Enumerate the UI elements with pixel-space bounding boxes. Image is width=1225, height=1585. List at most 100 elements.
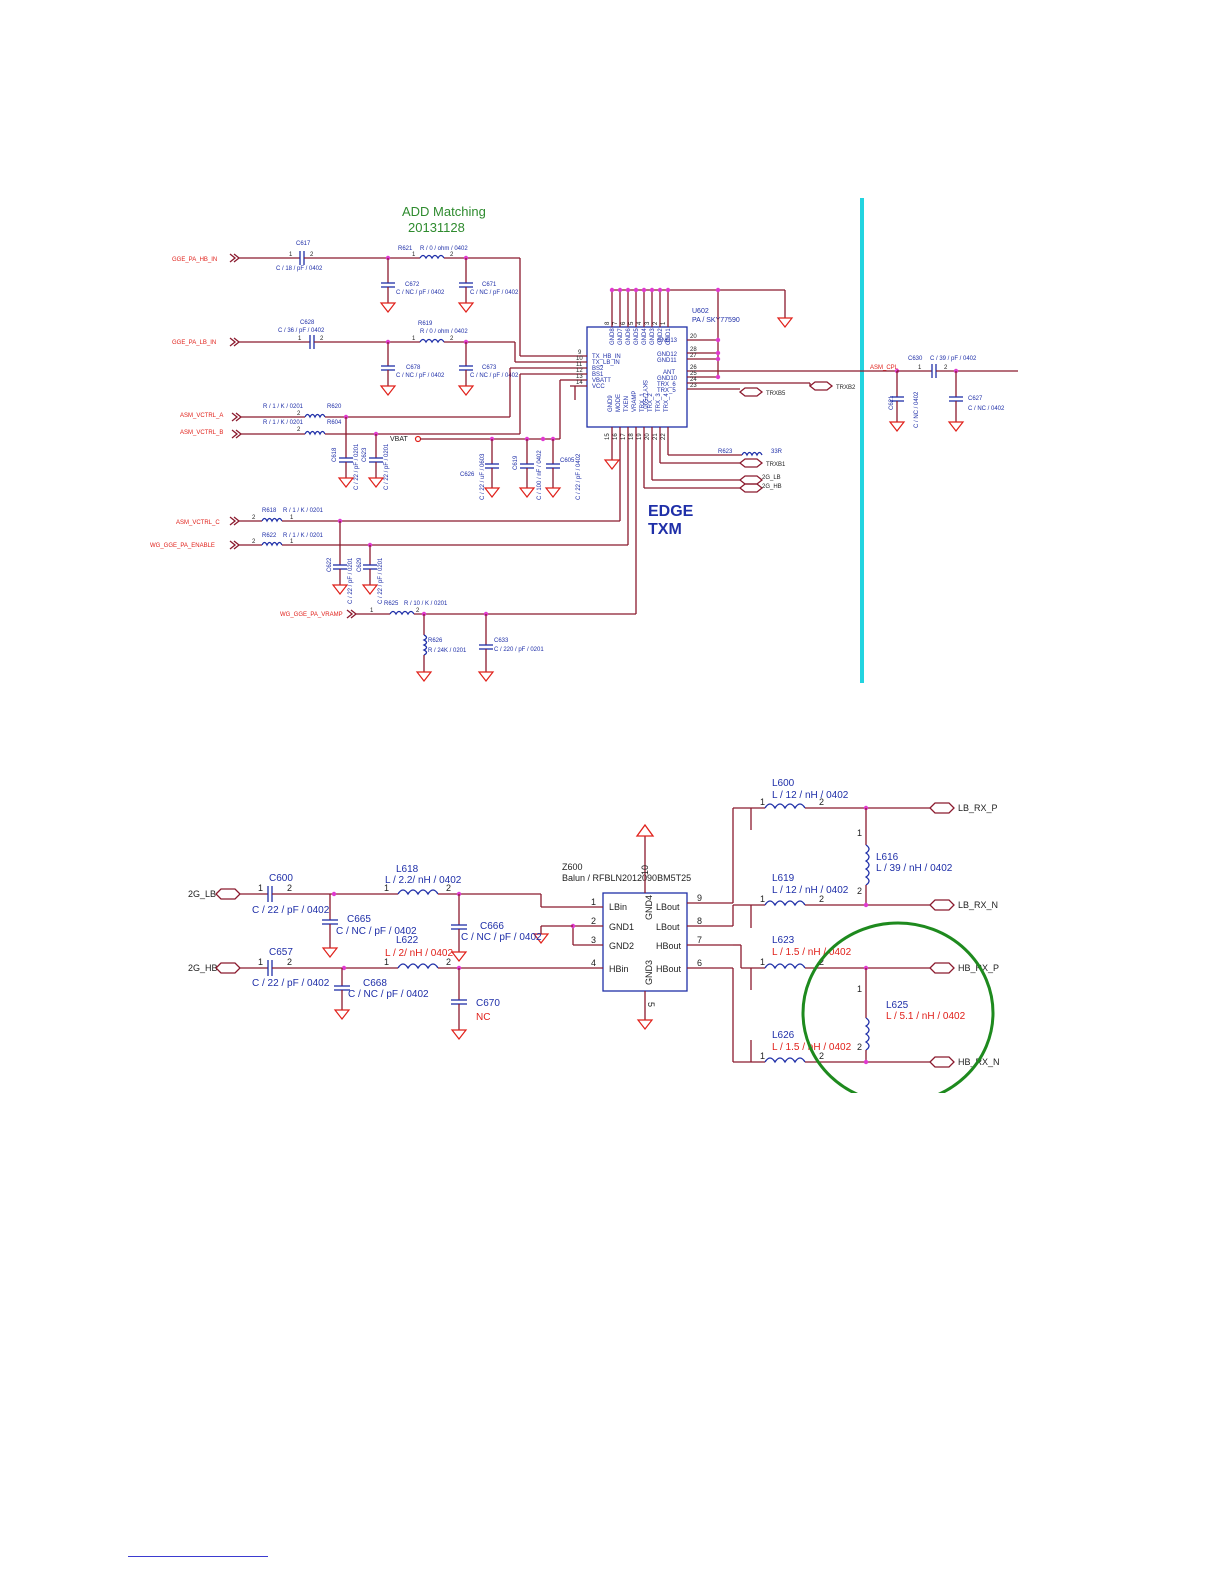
svg-text:TXEN: TXEN	[624, 396, 630, 412]
svg-text:ASM_VCTRL_A: ASM_VCTRL_A	[180, 413, 223, 419]
svg-text:C / 100 / nF / 0402: C / 100 / nF / 0402	[537, 450, 543, 500]
svg-text:1: 1	[857, 984, 862, 994]
svg-text:C / NC / pF / 0402: C / NC / pF / 0402	[470, 290, 519, 296]
svg-text:R618: R618	[262, 508, 277, 514]
bottom-schematic: Z600 Balun / RFBLN2012090BM5T25 LBin GND…	[188, 778, 1000, 1093]
svg-text:GND9: GND9	[608, 395, 614, 412]
svg-text:2: 2	[310, 252, 314, 258]
pa-ic-left-pins: 9 10 11 12 13 14 TX_HB_IN TX_LB_IN BS2 B…	[570, 350, 621, 390]
svg-text:1: 1	[591, 897, 596, 907]
svg-text:1: 1	[760, 797, 765, 807]
svg-text:1: 1	[370, 608, 374, 614]
offpage-arrow-icon	[229, 253, 241, 263]
svg-text:HBout: HBout	[656, 941, 682, 951]
svg-text:1: 1	[857, 828, 862, 838]
svg-text:2: 2	[446, 957, 451, 967]
svg-text:R / 24K / 0201: R / 24K / 0201	[428, 648, 467, 654]
svg-text:1: 1	[258, 957, 263, 967]
svg-text:R / 0 / ohm / 0402: R / 0 / ohm / 0402	[420, 246, 468, 252]
svg-text:GND10: GND10	[657, 376, 678, 382]
svg-text:2: 2	[819, 894, 824, 904]
vctrl-ab-chain: ASM_VCTRL_A R / 1 / K / 0201 R620 2 ASM_…	[180, 367, 570, 490]
svg-text:1: 1	[412, 252, 416, 258]
svg-text:GND11: GND11	[657, 358, 677, 364]
svg-text:C657: C657	[269, 947, 293, 958]
svg-text:R620: R620	[327, 404, 342, 410]
svg-text:2: 2	[819, 1051, 824, 1061]
svg-text:R / 10 / K / 0201: R / 10 / K / 0201	[404, 601, 448, 607]
svg-text:1: 1	[760, 894, 765, 904]
svg-text:GND4: GND4	[642, 328, 648, 345]
pa-ic-body[interactable]	[586, 326, 688, 428]
svg-text:ASM_VCTRL_C: ASM_VCTRL_C	[176, 520, 220, 526]
svg-text:ANT: ANT	[663, 370, 675, 376]
svg-text:BS2: BS2	[592, 366, 604, 372]
svg-text:R621: R621	[398, 246, 413, 252]
svg-text:ASM_VCTRL_B: ASM_VCTRL_B	[180, 430, 223, 436]
svg-text:LB_RX_N: LB_RX_N	[958, 900, 998, 910]
svg-text:L623: L623	[772, 935, 795, 946]
svg-text:8: 8	[697, 916, 702, 926]
pa-ic-right-pins: 20 28 27 26 25 24 23 GND13 GND12 GND11 A…	[657, 290, 897, 394]
annotation-title: ADD Matching	[402, 204, 486, 219]
svg-text:R / 1 / K / 0201: R / 1 / K / 0201	[263, 420, 304, 426]
svg-text:1: 1	[298, 336, 302, 342]
svg-text:C633: C633	[494, 638, 509, 644]
svg-text:1: 1	[661, 321, 667, 325]
net-gge-pa-lb-in: GGE_PA_LB_IN	[172, 340, 216, 346]
svg-text:2: 2	[252, 539, 256, 545]
svg-text:C673: C673	[482, 365, 497, 371]
svg-text:WG_GGE_PA_ENABLE: WG_GGE_PA_ENABLE	[150, 543, 215, 549]
svg-text:10: 10	[576, 356, 583, 362]
svg-text:GND4: GND4	[644, 895, 654, 920]
svg-text:C623: C623	[362, 447, 368, 462]
svg-text:R604: R604	[327, 420, 342, 426]
svg-text:TRXB2: TRXB2	[836, 385, 856, 391]
svg-text:C / 22 / pF / 0402: C / 22 / pF / 0402	[252, 978, 330, 989]
svg-text:C678: C678	[406, 365, 421, 371]
svg-text:GND6: GND6	[626, 328, 632, 345]
svg-text:BS1: BS1	[592, 372, 604, 378]
svg-text:C / 22 / pF / 0402: C / 22 / pF / 0402	[576, 453, 582, 500]
svg-text:L / 1.5 / nH / 0402: L / 1.5 / nH / 0402	[772, 947, 852, 958]
svg-text:3: 3	[591, 935, 596, 945]
svg-text:C / 22 / pF / 0201: C / 22 / pF / 0201	[378, 557, 384, 604]
svg-text:5: 5	[629, 321, 635, 325]
svg-text:1: 1	[290, 515, 294, 521]
svg-text:10: 10	[640, 865, 650, 875]
svg-text:2: 2	[287, 883, 292, 893]
svg-text:21: 21	[653, 433, 659, 440]
balun-body[interactable]	[602, 892, 688, 992]
svg-text:28: 28	[690, 347, 697, 353]
pa-ic-bottom-pins: GND9 MODE TXEN VRAMP TRX_1 TRX_2 TRX_3 T…	[604, 391, 670, 614]
svg-text:C / NC / pF / 0402: C / NC / pF / 0402	[396, 373, 445, 379]
svg-text:L600: L600	[772, 778, 795, 789]
svg-text:L618: L618	[396, 864, 419, 875]
svg-text:C668: C668	[363, 978, 387, 989]
svg-text:GND2: GND2	[609, 941, 634, 951]
svg-text:LBout: LBout	[656, 902, 680, 912]
svg-text:C621: C621	[889, 395, 895, 410]
svg-text:TX_HB_IN: TX_HB_IN	[592, 354, 621, 360]
svg-text:HB_RX_P: HB_RX_P	[958, 963, 999, 973]
svg-text:GND12: GND12	[657, 352, 678, 358]
svg-text:2: 2	[446, 883, 451, 893]
svg-text:C666: C666	[480, 921, 504, 932]
svg-text:R / 1 / K / 0201: R / 1 / K / 0201	[283, 508, 324, 514]
svg-text:2: 2	[416, 608, 420, 614]
vramp-chain: WG_GGE_PA_VRAMP R625 R / 10 / K / 0201 1…	[280, 601, 636, 682]
svg-text:2: 2	[653, 321, 659, 325]
svg-text:C626: C626	[460, 472, 475, 478]
svg-text:C / 18 / pF / 0402: C / 18 / pF / 0402	[276, 266, 323, 272]
svg-text:GND8: GND8	[610, 328, 616, 345]
svg-text:C605: C605	[560, 458, 575, 464]
svg-text:C / 22 / pF / 0201: C / 22 / pF / 0201	[354, 443, 360, 490]
highlight-circle	[801, 921, 995, 1093]
svg-text:9: 9	[697, 893, 702, 903]
svg-text:C / NC / pF / 0402: C / NC / pF / 0402	[470, 373, 519, 379]
svg-text:C665: C665	[347, 914, 371, 925]
svg-text:R625: R625	[384, 601, 399, 607]
